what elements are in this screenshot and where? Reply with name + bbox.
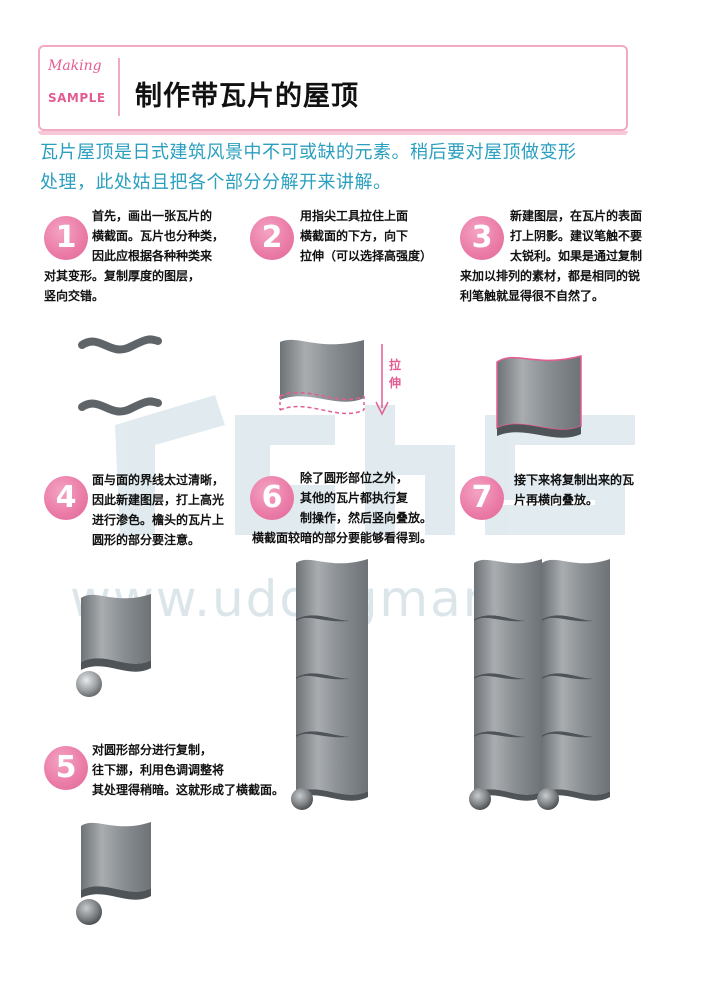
step-line: 用指尖工具拉住上面 [300,209,409,223]
step-line: 对其变形。复制厚度的图层， [44,269,201,283]
step-line: 打上阴影。建议笔触不要 [510,229,643,243]
step-line: 利笔触就显得很不自然了。 [460,289,605,303]
tile-grid-stack-illustration [469,559,610,810]
tile-stretch-illustration [279,339,365,415]
step-3-text: 新建图层，在瓦片的表面 打上阴影。建议笔触不要 太锐利。如果是通过复制 来加以排… [460,206,642,306]
step-2-text: 用指尖工具拉住上面 横截面的下方，向下 拉伸（可以选择高强度） [300,206,432,266]
step-3-badge: 3 [460,216,504,260]
tile-vertical-stack-illustration [291,559,368,810]
making-label: Making [48,58,102,74]
header-divider [118,58,120,116]
intro-paragraph: 瓦片屋顶是日式建筑风景中不可或缺的元素。稍后要对屋顶做变形 处理，此处姑且把各个… [40,138,660,198]
step-line: 首先，画出一张瓦片的 [92,209,213,223]
step-line: 新建图层，在瓦片的表面 [510,209,643,223]
step-2-badge: 2 [250,216,294,260]
step-1-text: 首先，画出一张瓦片的 横截面。瓦片也分种类， 因此应根据各种种类来 对其变形。复… [44,206,224,306]
step-line: 拉伸（可以选择高强度） [300,249,433,263]
step-line: 因此新建图层，打上高光 [92,493,225,507]
step-7-text: 接下来将复制出来的瓦 片再横向叠放。 [514,470,634,510]
intro-line: 瓦片屋顶是日式建筑风景中不可或缺的元素。稍后要对屋顶做变形 [40,142,577,163]
step-4-text: 面与面的界线太过清晰， 因此新建图层，打上高光 进行渗色。檐头的瓦片上 圆形的部… [92,470,224,550]
pull-label: 拉伸 [389,358,402,390]
sample-label: SAMPLE [48,91,106,105]
step-line: 对圆形部分进行复制， [92,743,213,757]
step-line: 除了圆形部位之外， [300,471,409,485]
header-box [38,45,628,135]
step-line: 横截面的下方，向下 [300,229,409,243]
intro-line: 处理，此处姑且把各个部分分解开来讲解。 [40,172,392,193]
step-5-badge: 5 [44,746,88,790]
step-5-text: 对圆形部分进行复制， 往下挪，利用色调调整将 其处理得稍暗。这就形成了横截面。 [92,740,284,800]
step-line: 横截面。瓦片也分种类， [92,229,225,243]
tile-highlight-illustration [76,594,151,697]
step-7-badge: 7 [460,476,504,520]
step-line: 其处理得稍暗。这就形成了横截面。 [92,783,285,797]
step-line: 竖向交错。 [44,289,105,303]
step-line: 来加以排列的素材，都是相同的锐 [460,269,641,283]
tile-cross-section-disc-illustration [76,822,151,925]
step-line: 片再横向叠放。 [514,493,599,507]
step-line: 其他的瓦片都执行复 [300,491,409,505]
step-6-text: 除了圆形部位之外， 其他的瓦片都执行复 制操作，然后竖向叠放。 横截面较暗的部分… [252,468,432,548]
tile-shaded-illustration [496,355,582,438]
step-line: 接下来将复制出来的瓦 [514,473,635,487]
step-line: 因此应根据各种种类来 [92,249,213,263]
step-4-badge: 4 [44,476,88,520]
arrow-down-icon [375,344,389,416]
step-6-badge: 6 [250,476,294,520]
step-line: 太锐利。如果是通过复制 [510,249,643,263]
step-1-badge: 1 [44,216,88,260]
step-line: 圆形的部分要注意。 [92,533,201,547]
step-line: 进行渗色。檐头的瓦片上 [92,513,225,527]
step-line: 制操作，然后竖向叠放。 [300,511,433,525]
step-line: 面与面的界线太过清晰， [92,473,225,487]
step-line: 往下挪，利用色调调整将 [92,763,225,777]
watermark-logo [115,395,635,535]
page-title: 制作带瓦片的屋顶 [135,81,359,112]
step-line: 横截面较暗的部分要能够看得到。 [252,531,433,545]
tile-cross-section-illustration [78,335,162,416]
